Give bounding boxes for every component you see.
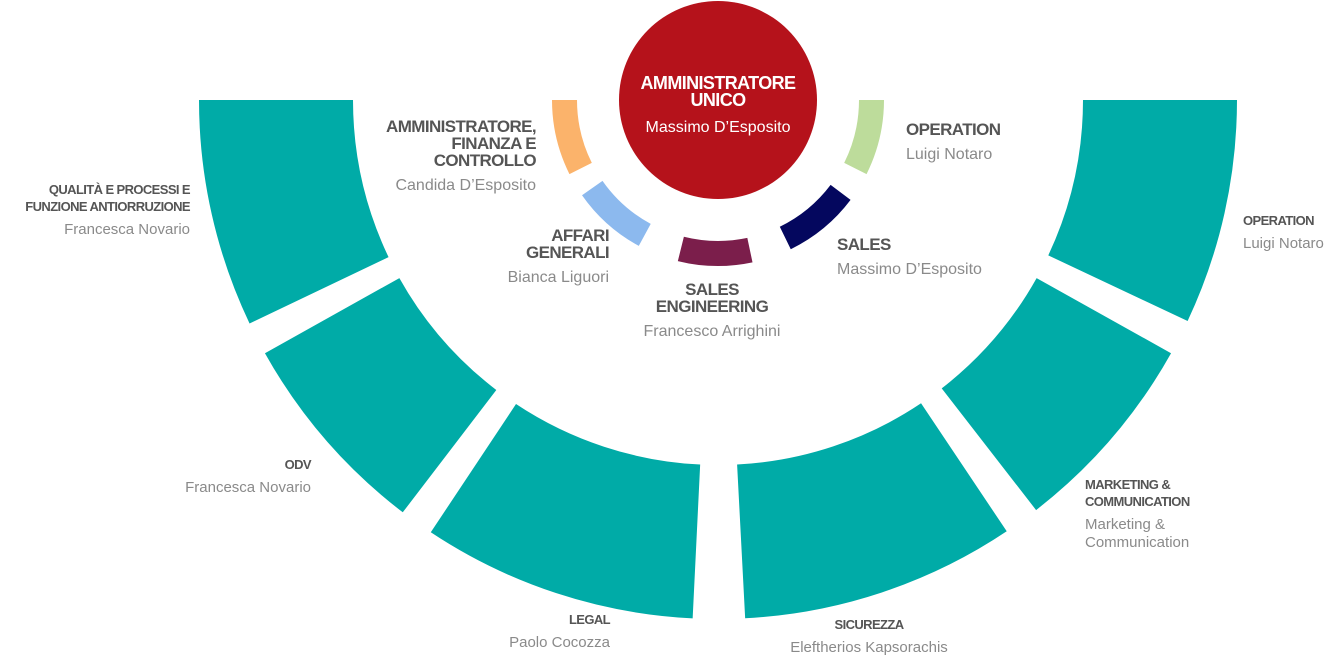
outer-segment-sicurezza bbox=[737, 403, 1007, 619]
inner-segment-sales bbox=[779, 184, 851, 250]
label-legal: LEGAL Paolo Cocozza bbox=[509, 611, 611, 652]
label-legal-title: LEGAL bbox=[568, 612, 611, 627]
label-qualita-name: Francesca Novario bbox=[64, 221, 190, 238]
label-affari-generali-title: AFFARI GENERALI bbox=[525, 226, 610, 262]
inner-segment-operation bbox=[844, 100, 884, 175]
label-marketing-title: MARKETING & COMMUNICATION bbox=[1085, 477, 1190, 509]
label-affari-generali-name: Bianca Liguori bbox=[507, 269, 609, 286]
label-operation-outer: OPERATION Luigi Notaro bbox=[1243, 212, 1324, 253]
label-sicurezza-name: Eleftherios Kapsorachis bbox=[790, 639, 948, 656]
center-title: AMMINISTRATORE UNICO bbox=[640, 73, 797, 110]
label-operation-inner: OPERATION Luigi Notaro bbox=[906, 120, 1001, 164]
label-amministratore-name: Candida D’Esposito bbox=[395, 177, 536, 194]
center-circle bbox=[619, 1, 817, 199]
label-affari-generali: AFFARI GENERALI Bianca Liguori bbox=[507, 226, 610, 287]
label-sales: SALES Massimo D’Esposito bbox=[837, 236, 982, 279]
outer-segment-operation bbox=[1048, 100, 1237, 321]
label-marketing: MARKETING & COMMUNICATION Marketing & Co… bbox=[1085, 476, 1190, 552]
label-operation-outer-name: Luigi Notaro bbox=[1243, 235, 1324, 252]
center-name: Massimo D’Esposito bbox=[645, 119, 791, 136]
label-sicurezza: SICUREZZA Eleftherios Kapsorachis bbox=[759, 616, 979, 657]
outer-segment-legal bbox=[430, 404, 701, 619]
label-sales-name: Massimo D’Esposito bbox=[837, 261, 982, 278]
inner-ring bbox=[551, 100, 884, 266]
label-operation-inner-name: Luigi Notaro bbox=[906, 146, 993, 163]
label-operation-outer-title: OPERATION bbox=[1243, 213, 1315, 228]
label-sales-engineering-name: Francesco Arrighini bbox=[643, 323, 781, 340]
outer-segment-odv bbox=[264, 278, 497, 513]
label-amministratore: AMMINISTRATORE, FINANZA E CONTROLLO Cand… bbox=[386, 117, 537, 195]
label-sales-title: SALES bbox=[837, 235, 891, 254]
label-sales-engineering-title: SALES ENGINEERING bbox=[655, 280, 769, 316]
label-amministratore-title: AMMINISTRATORE, FINANZA E CONTROLLO bbox=[386, 117, 537, 170]
label-qualita-title: QUALITÀ E PROCESSI E FUNZIONE ANTIORRUZI… bbox=[25, 182, 190, 214]
label-sicurezza-title: SICUREZZA bbox=[834, 617, 905, 632]
outer-segment-marketing bbox=[941, 278, 1172, 511]
outer-segment-qualita bbox=[199, 100, 389, 324]
center-label: AMMINISTRATORE UNICO Massimo D’Esposito bbox=[620, 60, 816, 160]
outer-ring bbox=[199, 100, 1237, 619]
label-operation-inner-title: OPERATION bbox=[906, 120, 1001, 139]
label-odv: ODV Francesca Novario bbox=[185, 456, 311, 497]
label-marketing-name: Marketing & Communication bbox=[1085, 516, 1190, 551]
label-odv-name: Francesca Novario bbox=[185, 479, 311, 496]
inner-segment-affari-generali bbox=[582, 180, 651, 246]
label-odv-title: ODV bbox=[284, 457, 312, 472]
label-qualita: QUALITÀ E PROCESSI E FUNZIONE ANTIORRUZI… bbox=[25, 181, 190, 239]
label-sales-engineering: SALES ENGINEERING Francesco Arrighini bbox=[612, 281, 812, 341]
inner-segment-amministratore bbox=[551, 100, 592, 175]
label-legal-name: Paolo Cocozza bbox=[509, 634, 610, 651]
inner-segment-sales-engineering bbox=[677, 236, 753, 266]
